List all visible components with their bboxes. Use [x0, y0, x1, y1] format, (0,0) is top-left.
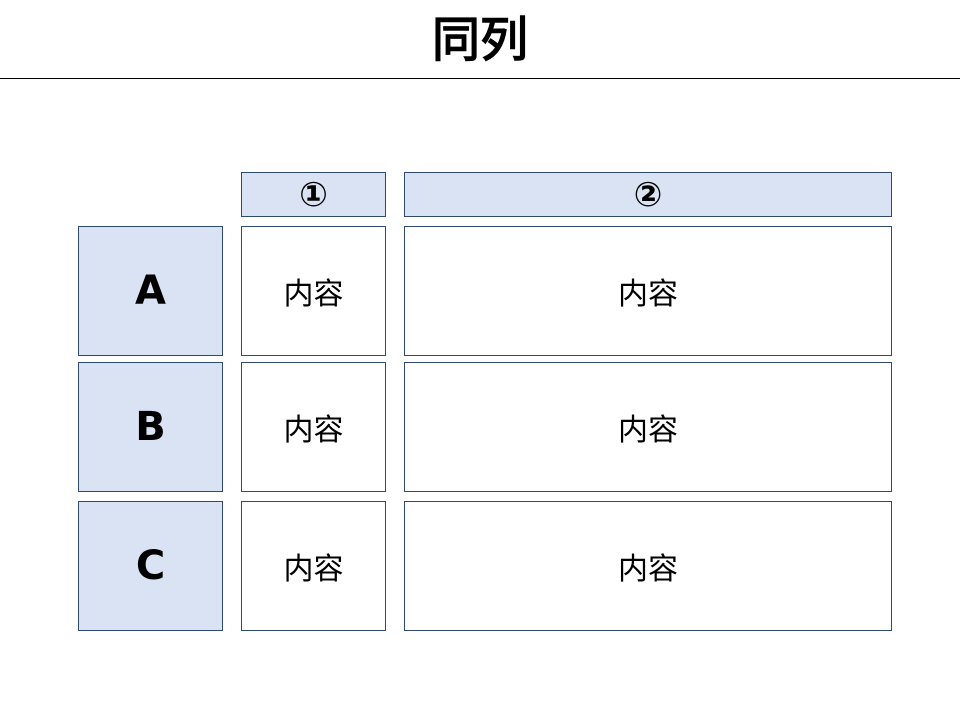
- column-header-1: ①: [241, 172, 386, 217]
- row-header-c: C: [78, 501, 223, 631]
- cell-c-1: 内容: [241, 501, 386, 631]
- row-header-a: A: [78, 226, 223, 356]
- cell-b-2: 内容: [404, 362, 892, 492]
- cell-a-1: 内容: [241, 226, 386, 356]
- cell-c-2: 内容: [404, 501, 892, 631]
- row-header-b: B: [78, 362, 223, 492]
- cell-b-1: 内容: [241, 362, 386, 492]
- column-header-2: ②: [404, 172, 892, 217]
- title-divider: [0, 78, 960, 79]
- page-title: 同列: [431, 12, 528, 68]
- cell-a-2: 内容: [404, 226, 892, 356]
